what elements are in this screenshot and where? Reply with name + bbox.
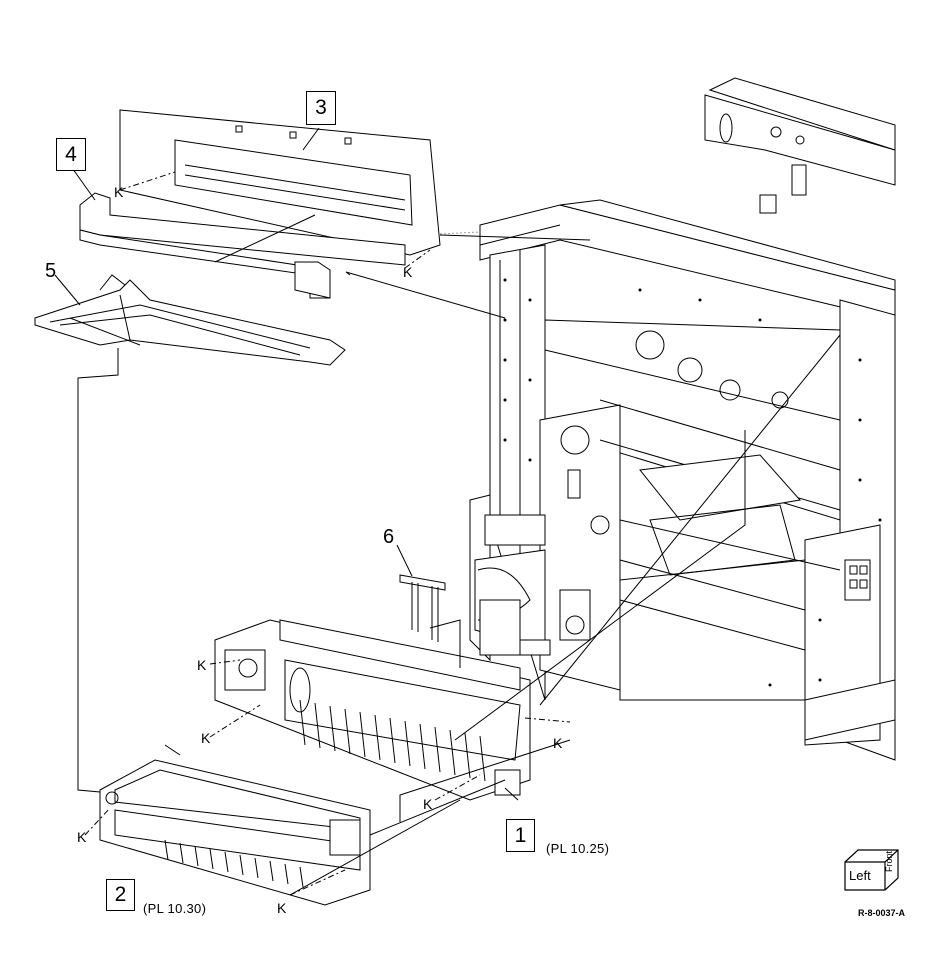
callout-5: 5 xyxy=(45,260,57,282)
part-3-cover xyxy=(119,109,441,256)
k-marker: K xyxy=(423,796,433,812)
part-4-guide xyxy=(79,192,406,299)
figure-id: R-8-0037-A xyxy=(858,908,906,918)
callout-1: 1 xyxy=(506,819,535,852)
callout-4: 4 xyxy=(56,138,86,171)
k-marker: K xyxy=(77,829,87,845)
orientation-cube xyxy=(844,849,899,891)
leader-lines xyxy=(54,127,841,896)
k-marker: K xyxy=(114,184,124,200)
cube-left-label: Left xyxy=(849,868,871,883)
callout-6: 6 xyxy=(383,526,395,548)
k-marker: K xyxy=(403,264,413,280)
k-marker: K xyxy=(197,657,207,673)
k-marker: K xyxy=(277,900,287,916)
k-marker: K xyxy=(201,730,211,746)
k-marker: K xyxy=(553,735,563,751)
part-6-bracket xyxy=(396,544,446,642)
callout-3: 3 xyxy=(306,91,336,125)
callout-2: 2 xyxy=(106,879,135,911)
cube-front-label: Front xyxy=(884,850,894,872)
pl-ref-1: (PL 10.25) xyxy=(546,841,610,856)
pl-ref-2: (PL 10.30) xyxy=(143,901,207,916)
printer-frame xyxy=(419,77,896,761)
part-5-tray xyxy=(34,274,346,366)
part-2-unit xyxy=(99,744,371,906)
